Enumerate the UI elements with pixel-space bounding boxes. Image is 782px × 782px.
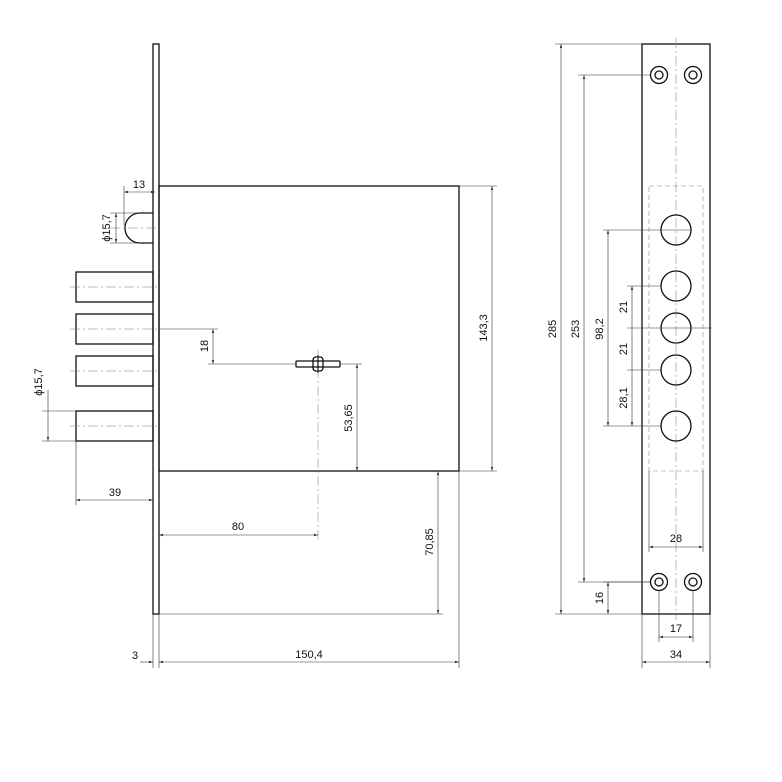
bolt-window-hidden: [648, 185, 704, 472]
dim-bolt-diameter: ϕ15,7: [33, 368, 45, 396]
dim-latch-diameter: ϕ15,7: [101, 214, 113, 242]
dim-latch-offset: 13: [133, 179, 145, 191]
dim-case-height: 143,3: [478, 314, 490, 342]
dim-bolt-length: 39: [109, 487, 121, 499]
front-view: 285 253 98,2 21 21 28,1 16 28 17: [547, 38, 712, 668]
dim-keyhole-vertical: 18: [199, 340, 211, 352]
side-view: 13 ϕ15,7 ϕ15,7 39 18 53,65 143,3 80: [33, 43, 497, 668]
dim-bolt-window-width: 28: [670, 533, 682, 545]
dim-screw-hole-width: 17: [670, 623, 682, 635]
screw-hole-bottom-left: [649, 572, 669, 592]
dim-keyhole-to-bottom: 53,65: [343, 404, 355, 432]
screw-hole-top-right: [683, 65, 703, 85]
dim-screw-hole-spacing: 253: [570, 320, 582, 338]
dim-plate-thickness: 3: [132, 650, 138, 662]
dim-plate-length: 285: [547, 320, 559, 338]
latch-bolt: [124, 212, 153, 244]
dim-case-depth: 150,4: [295, 649, 323, 661]
dim-keyhole-from-faceplate: 80: [232, 521, 244, 533]
lock-case: [158, 185, 460, 472]
dim-bolt-pitch-2: 21: [618, 343, 630, 355]
dim-bolt-span: 98,2: [594, 318, 606, 339]
dim-bolt-pitch-3: 28,1: [618, 387, 630, 408]
screw-hole-top-left: [649, 65, 669, 85]
dim-case-to-plate-bottom: 70,85: [424, 528, 436, 556]
dim-bottom-hole-offset: 16: [594, 592, 606, 604]
dim-bolt-pitch-1: 21: [618, 301, 630, 313]
screw-hole-bottom-right: [683, 572, 703, 592]
dim-plate-width: 34: [670, 649, 682, 661]
